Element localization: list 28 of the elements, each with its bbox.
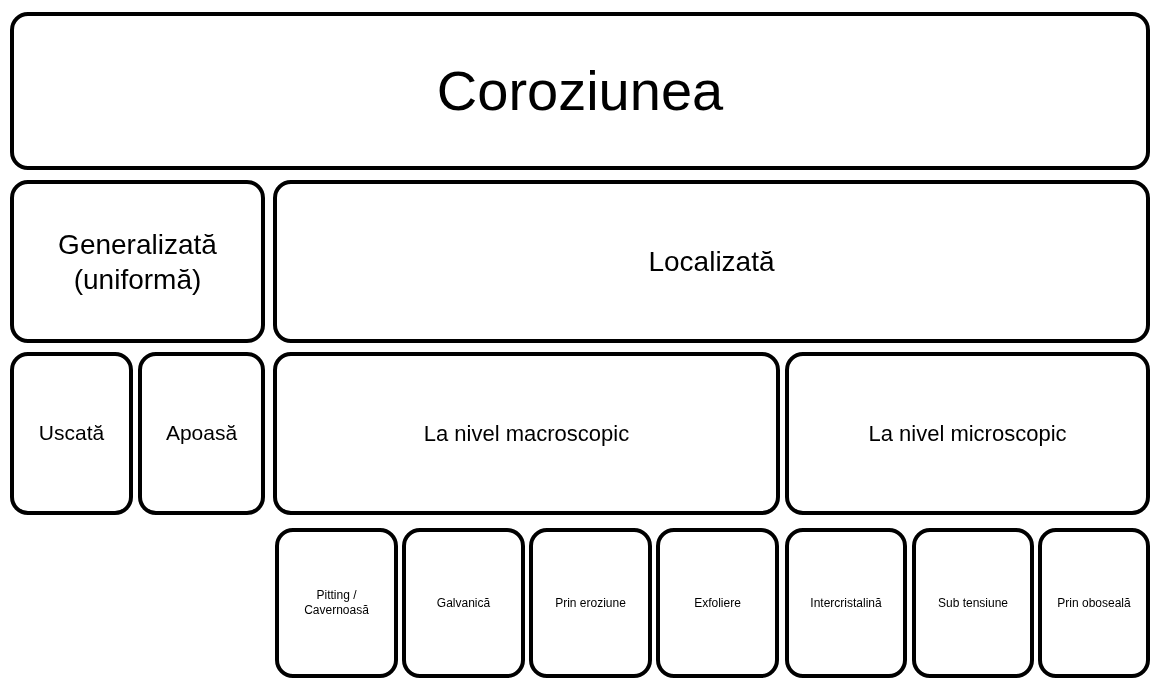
category-label: Pitting / Cavernoasă [303, 588, 370, 618]
category-label: Coroziunea [436, 58, 724, 124]
category-box [785, 528, 907, 678]
category-box [273, 352, 780, 515]
category-box [785, 352, 1150, 515]
category-label: La nivel microscopic [868, 419, 1067, 448]
category-box [10, 180, 265, 343]
category-label: Localizată [648, 245, 775, 279]
category-box [10, 352, 133, 515]
category-box [402, 528, 525, 678]
category-label: Apoasă [165, 420, 238, 447]
category-box [1038, 528, 1150, 678]
category-box [656, 528, 779, 678]
category-label: La nivel macroscopic [423, 419, 630, 448]
category-box [138, 352, 265, 515]
category-label: Sub tensiune [937, 595, 1009, 611]
category-box [912, 528, 1034, 678]
category-box [10, 12, 1150, 170]
category-box [273, 180, 1150, 343]
category-box [275, 528, 398, 678]
category-label: Generalizată (uniformă) [57, 227, 218, 297]
category-label: Prin eroziune [555, 595, 626, 611]
category-label: Uscată [38, 420, 105, 447]
category-label: Galvanică [436, 595, 491, 611]
category-label: Intercristalină [810, 595, 882, 611]
category-box [529, 528, 652, 678]
category-label: Prin oboseală [1057, 595, 1131, 611]
category-label: Exfoliere [694, 595, 741, 611]
